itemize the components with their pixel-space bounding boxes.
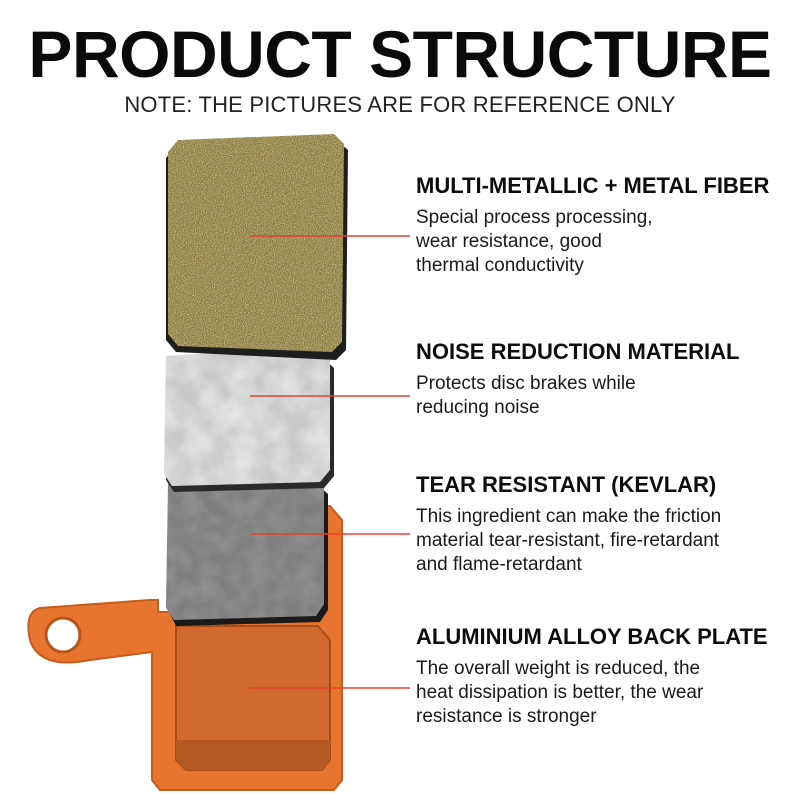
description-line: The overall weight is reduced, the — [416, 658, 701, 679]
description-line: material tear-resistant, fire-retardant — [416, 530, 720, 551]
layer-description: The overall weight is reduced, the heat … — [416, 657, 800, 729]
layer-label-friction: MULTI-METALLIC + METAL FIBER Special pro… — [416, 172, 800, 278]
layer-label-noise-reduction: NOISE REDUCTION MATERIAL Protects disc b… — [416, 338, 800, 420]
description-line: thermal conductivity — [416, 255, 584, 276]
friction-layer-shape — [166, 134, 348, 360]
description-line: Protects disc brakes while — [416, 373, 636, 394]
description-line: This ingredient can make the friction — [416, 506, 722, 527]
description-line: wear resistance, good — [416, 231, 602, 252]
layer-title: NOISE REDUCTION MATERIAL — [416, 339, 740, 364]
description-line: Special process processing, — [416, 207, 653, 228]
description-line: resistance is stronger — [416, 706, 597, 727]
layer-title: ALUMINIUM ALLOY BACK PLATE — [416, 624, 768, 649]
layer-label-kevlar: TEAR RESISTANT (KEVLAR) This ingredient … — [416, 471, 800, 577]
description-line: and flame-retardant — [416, 554, 582, 575]
layer-title: MULTI-METALLIC + METAL FIBER — [416, 173, 770, 198]
description-line: heat dissipation is better, the wear — [416, 682, 704, 703]
page-title: PRODUCT STRUCTURE — [28, 17, 772, 91]
layer-title: TEAR RESISTANT (KEVLAR) — [416, 472, 717, 497]
layer-label-back-plate: ALUMINIUM ALLOY BACK PLATE The overall w… — [416, 623, 800, 729]
mounting-hole — [44, 616, 82, 654]
noise-reduction-layer-shape — [164, 346, 334, 492]
layer-description: Protects disc brakes while reducing nois… — [416, 372, 800, 420]
reference-note: NOTE: THE PICTURES ARE FOR REFERENCE ONL… — [124, 92, 676, 117]
layer-description: Special process processing, wear resista… — [416, 206, 800, 278]
kevlar-layer-shape — [166, 474, 328, 626]
description-line: reducing noise — [416, 397, 540, 418]
layer-description: This ingredient can make the friction ma… — [416, 505, 800, 577]
